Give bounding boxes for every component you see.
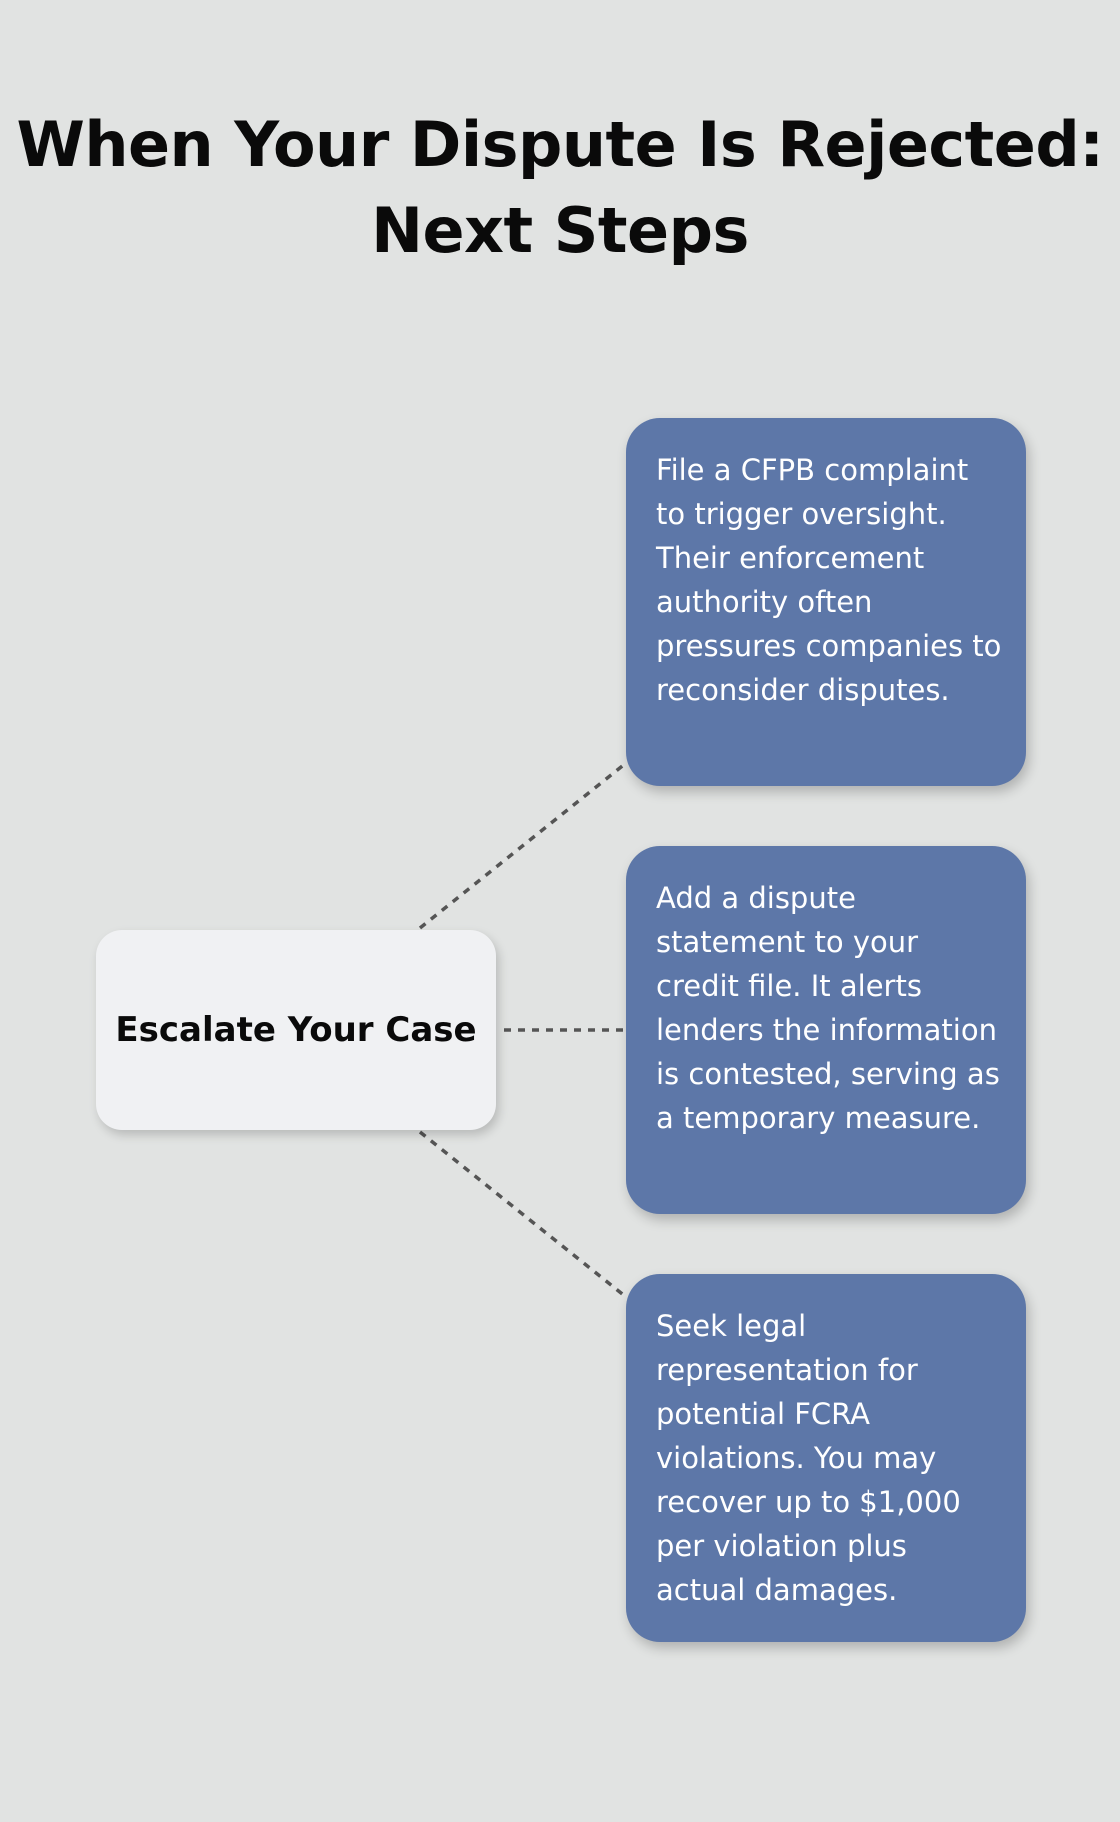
step-card-text: Add a dispute statement to your credit f…	[656, 881, 1000, 1135]
connector-to-step-1	[418, 761, 628, 930]
page-title-line-2: Next Steps	[371, 194, 749, 267]
step-card-text: File a CFPB complaint to trigger oversig…	[656, 453, 1002, 707]
step-card-cfpb-complaint: File a CFPB complaint to trigger oversig…	[626, 418, 1026, 786]
page-title-line-1: When Your Dispute Is Rejected:	[16, 108, 1104, 181]
step-card-dispute-statement: Add a dispute statement to your credit f…	[626, 846, 1026, 1214]
step-card-legal-representation: Seek legal representation for potential …	[626, 1274, 1026, 1642]
step-card-text: Seek legal representation for potential …	[656, 1309, 961, 1607]
connector-to-step-3	[418, 1130, 628, 1299]
page-title: When Your Dispute Is Rejected: Next Step…	[0, 102, 1120, 274]
center-node-escalate: Escalate Your Case	[96, 930, 496, 1130]
center-node-label: Escalate Your Case	[115, 1010, 477, 1050]
